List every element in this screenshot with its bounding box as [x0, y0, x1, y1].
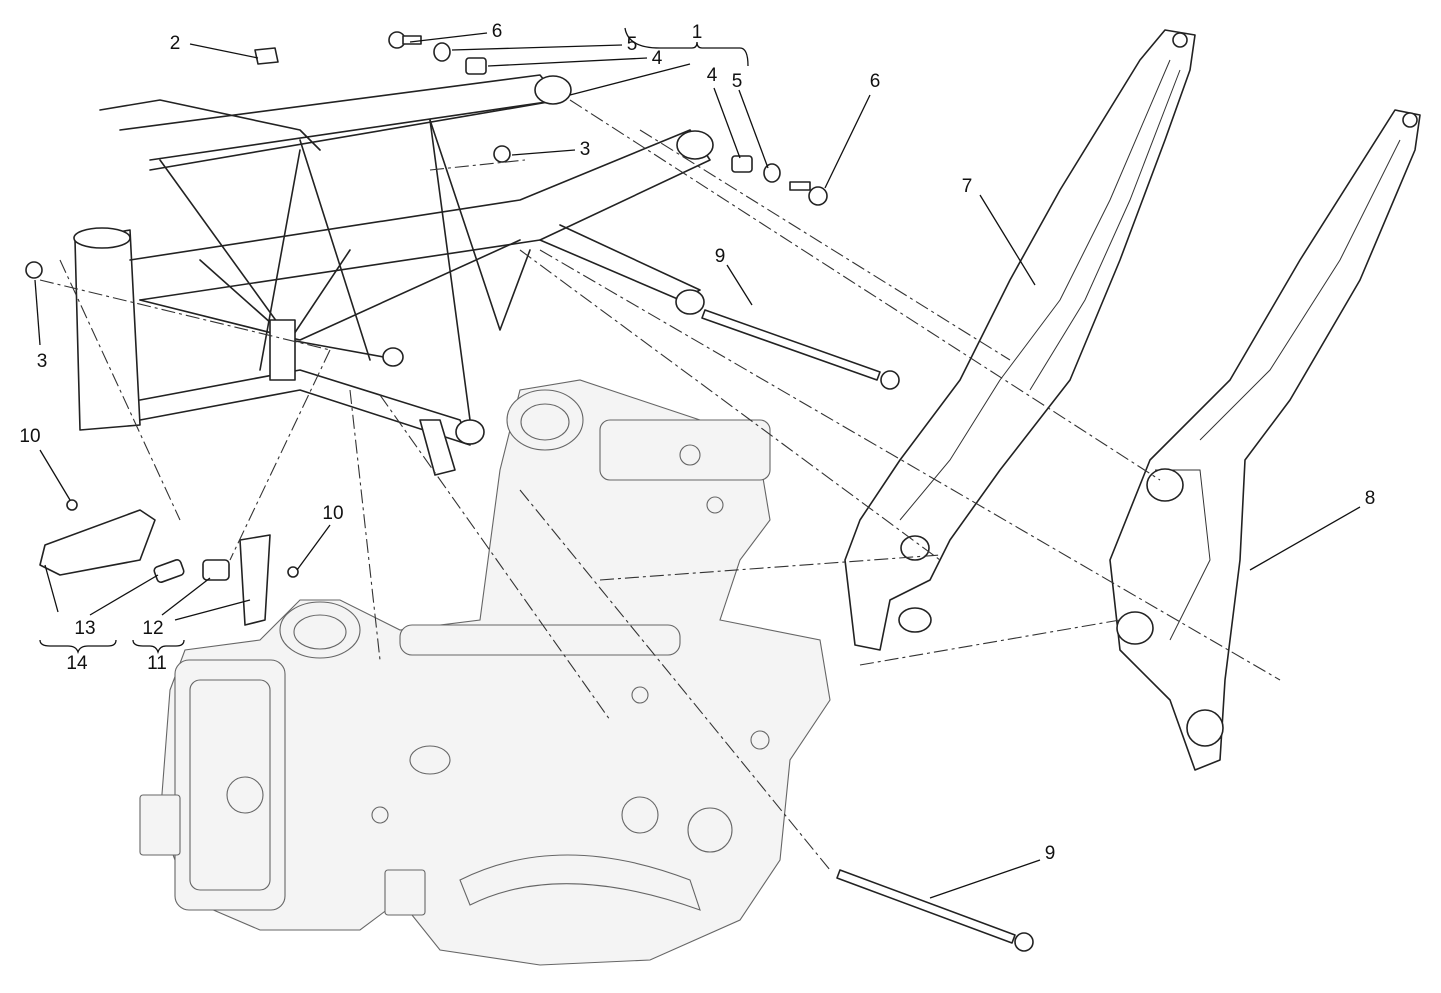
callout-4: 4 [707, 65, 718, 86]
callout-9: 9 [1045, 843, 1056, 864]
callout-5: 5 [627, 34, 638, 55]
callout-12: 12 [142, 618, 163, 639]
callout-2: 2 [170, 33, 181, 54]
rear-subframe-left [844, 29, 1196, 651]
callout-4: 4 [652, 48, 663, 69]
callout-6: 6 [492, 21, 503, 42]
callout-3: 3 [37, 351, 48, 372]
hardware [25, 31, 1034, 952]
callout-10: 10 [322, 503, 343, 524]
callout-3: 3 [580, 139, 591, 160]
leader-lines [34, 27, 1361, 899]
assembly-lines [39, 99, 1281, 871]
callout-8: 8 [1365, 488, 1376, 509]
callout-1: 1 [692, 22, 703, 43]
callout-14: 14 [66, 653, 88, 674]
callout-labels: 1 2 6 5 4 4 5 6 3 3 7 9 8 10 10 13 14 12… [19, 21, 1375, 864]
callout-13: 13 [74, 618, 95, 639]
callout-9: 9 [715, 246, 726, 267]
engine-assembly [139, 379, 831, 966]
callout-10: 10 [19, 426, 40, 447]
callout-5: 5 [732, 71, 743, 92]
trellis-frame [73, 74, 714, 476]
rear-subframe-right [1109, 109, 1421, 771]
callout-6: 6 [870, 71, 881, 92]
rubber-plug [254, 47, 279, 65]
callout-7: 7 [962, 176, 973, 197]
callout-11: 11 [147, 653, 167, 674]
